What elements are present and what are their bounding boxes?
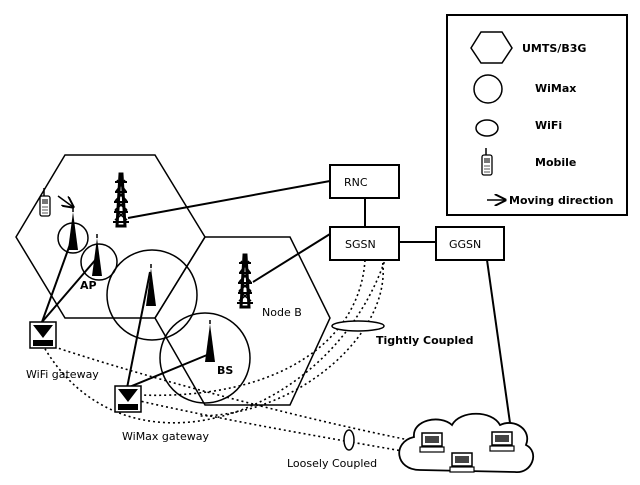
ggsn-box: GGSN xyxy=(436,227,504,260)
moving-direction-arrow-icon xyxy=(58,196,73,207)
node-b-tower-icon xyxy=(237,255,253,307)
legend-moving-label: Moving direction xyxy=(509,194,613,207)
umts-cell-left xyxy=(16,155,205,318)
legend-wifi-ellipse-icon xyxy=(476,120,498,136)
legend-box: UMTS/B3G WiMax WiFi Mobile Moving direct… xyxy=(447,15,627,215)
cloud-computer-2-icon xyxy=(490,432,514,451)
ap-label: AP xyxy=(80,279,97,292)
sgsn-label: SGSN xyxy=(345,238,376,251)
mobile-device-icon xyxy=(40,188,50,216)
ggsn-label: GGSN xyxy=(449,238,481,251)
umts-tower-left-icon xyxy=(113,174,129,226)
sgsn-box: SGSN xyxy=(330,227,399,260)
legend-wifi-label: WiFi xyxy=(535,119,562,132)
dotted-links xyxy=(40,258,435,455)
legend-mobile-label: Mobile xyxy=(535,156,576,169)
bs-label: BS xyxy=(217,364,233,377)
rnc-label: RNC xyxy=(344,176,368,189)
wimax-gateway-icon xyxy=(115,386,141,412)
wifi-antenna-1-icon xyxy=(68,208,78,250)
rnc-box: RNC xyxy=(330,165,399,198)
tightly-coupled-ellipse xyxy=(332,321,384,331)
bs-antenna-icon xyxy=(205,320,215,362)
cloud-computer-3-icon xyxy=(450,453,474,472)
wimax-gateway-label: WiMax gateway xyxy=(122,430,209,443)
tightly-coupled-label: Tightly Coupled xyxy=(376,334,473,347)
internet-cloud-icon xyxy=(399,414,533,472)
legend-wimax-label: WiMax xyxy=(535,82,576,95)
loosely-coupled-ellipse xyxy=(344,430,354,450)
loosely-coupled-label: Loosely Coupled xyxy=(287,457,377,470)
cloud-computer-1-icon xyxy=(420,433,444,452)
legend-wimax-circle-icon xyxy=(474,75,502,103)
wifi-gateway-icon xyxy=(30,322,56,348)
wifi-gateway-label: WiFi gateway xyxy=(26,368,99,381)
legend-umts-label: UMTS/B3G xyxy=(522,42,586,55)
node-b-label: Node B xyxy=(262,306,302,319)
ap-antenna-icon xyxy=(92,234,102,276)
wimax-cell-2 xyxy=(160,313,250,403)
